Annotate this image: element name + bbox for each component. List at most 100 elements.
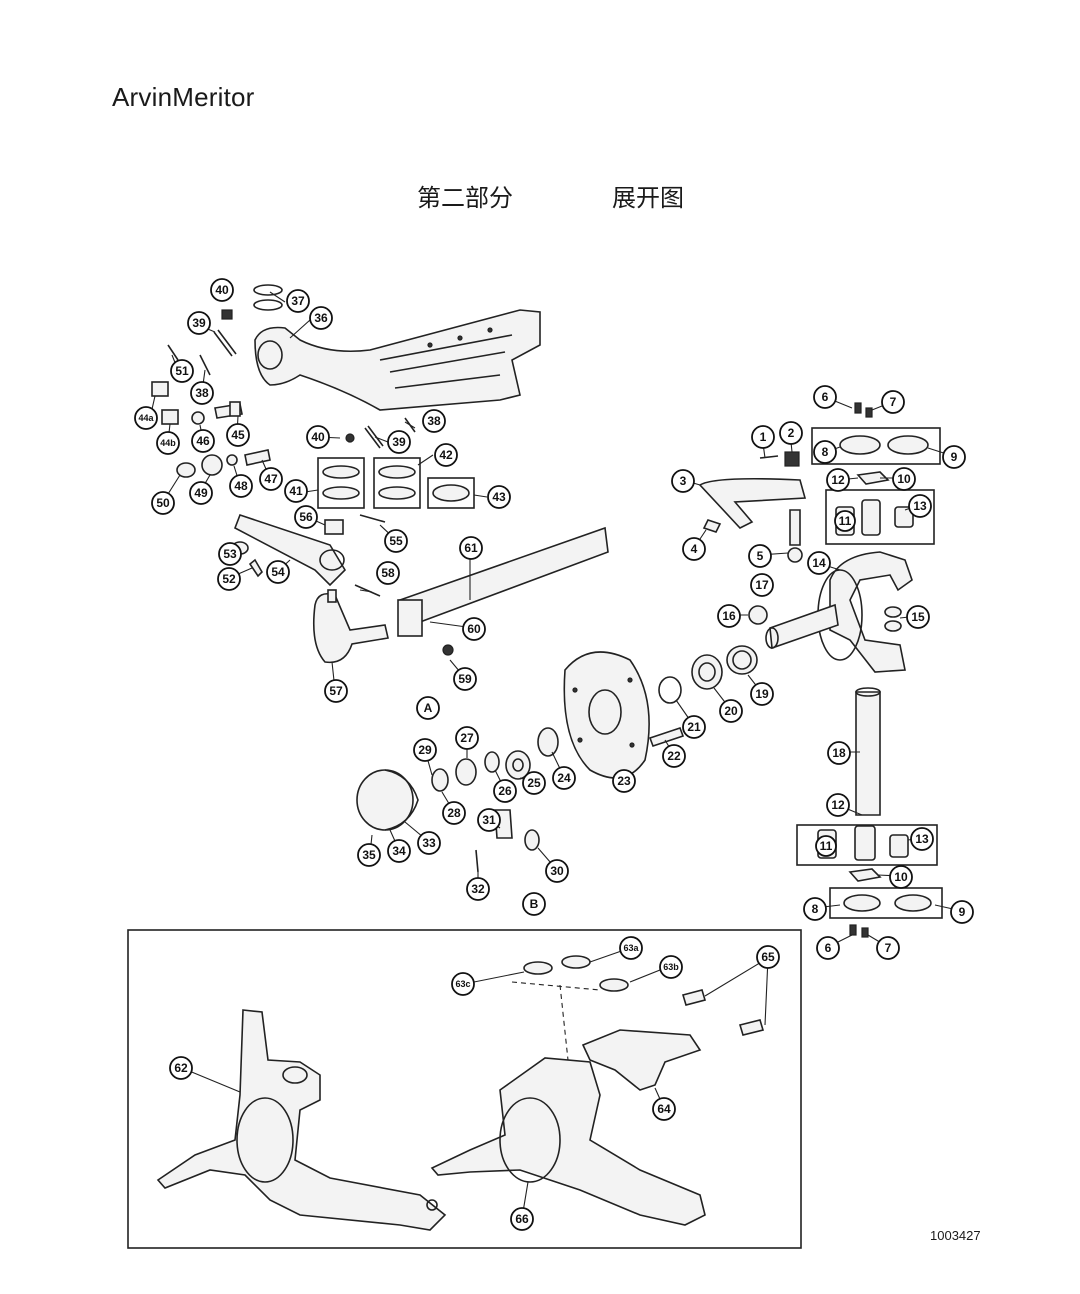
brand-name: ArvinMeritor bbox=[112, 82, 255, 112]
callout-55: 55 bbox=[384, 529, 408, 553]
callout-61: 61 bbox=[459, 536, 483, 560]
callout-66: 66 bbox=[510, 1207, 534, 1231]
svg-text:27: 27 bbox=[460, 731, 474, 745]
svg-text:3: 3 bbox=[680, 474, 687, 488]
svg-text:37: 37 bbox=[291, 294, 305, 308]
svg-text:9: 9 bbox=[959, 905, 966, 919]
svg-text:48: 48 bbox=[234, 479, 248, 493]
axle-beam bbox=[254, 309, 541, 411]
svg-text:43: 43 bbox=[492, 490, 506, 504]
callout-13b: 13 bbox=[910, 827, 934, 851]
svg-text:7: 7 bbox=[885, 941, 892, 955]
callout-6b: 6 bbox=[816, 936, 840, 960]
svg-text:36: 36 bbox=[314, 311, 328, 325]
callout-51: 51 bbox=[170, 359, 194, 383]
callout-56: 56 bbox=[294, 505, 318, 529]
svg-text:52: 52 bbox=[222, 572, 236, 586]
callout-7b: 7 bbox=[876, 936, 900, 960]
callout-59: 59 bbox=[453, 667, 477, 691]
svg-text:7: 7 bbox=[890, 395, 897, 409]
svg-text:62: 62 bbox=[174, 1061, 188, 1075]
svg-text:11: 11 bbox=[820, 839, 833, 853]
callout-30: 30 bbox=[545, 859, 569, 883]
svg-text:12: 12 bbox=[831, 798, 845, 812]
callout-16: 16 bbox=[717, 604, 741, 628]
callout-35: 35 bbox=[357, 843, 381, 867]
callout-63a: 63a bbox=[619, 936, 643, 960]
callout-57: 57 bbox=[324, 679, 348, 703]
callout-47: 47 bbox=[259, 467, 283, 491]
svg-text:47: 47 bbox=[264, 472, 278, 486]
section-title: 第二部分 bbox=[417, 184, 513, 212]
svg-text:21: 21 bbox=[687, 720, 701, 734]
svg-text:B: B bbox=[530, 897, 539, 911]
callout-58: 58 bbox=[376, 561, 400, 585]
callout-21: 21 bbox=[682, 715, 706, 739]
callout-36: 36 bbox=[309, 306, 333, 330]
callout-42: 42 bbox=[434, 443, 458, 467]
svg-text:12: 12 bbox=[831, 473, 845, 487]
svg-text:1: 1 bbox=[760, 430, 767, 444]
callouts: 40 37 39 36 51 38 44a 44b 46 45 38 40 39… bbox=[134, 278, 974, 1231]
callout-22: 22 bbox=[662, 744, 686, 768]
shim-packs bbox=[317, 417, 475, 509]
callout-44a: 44a bbox=[134, 406, 158, 430]
svg-text:5: 5 bbox=[757, 549, 764, 563]
svg-text:44b: 44b bbox=[160, 438, 176, 448]
callout-40a: 40 bbox=[210, 278, 234, 302]
callout-37: 37 bbox=[286, 289, 310, 313]
callout-9a: 9 bbox=[942, 445, 966, 469]
callout-63c: 63c bbox=[451, 972, 475, 996]
callout-49: 49 bbox=[189, 481, 213, 505]
svg-text:22: 22 bbox=[667, 749, 681, 763]
svg-text:35: 35 bbox=[362, 848, 376, 862]
svg-text:42: 42 bbox=[439, 448, 453, 462]
svg-text:23: 23 bbox=[617, 774, 631, 788]
svg-text:25: 25 bbox=[527, 776, 541, 790]
callout-14: 14 bbox=[807, 551, 831, 575]
svg-text:55: 55 bbox=[389, 534, 403, 548]
svg-text:66: 66 bbox=[515, 1212, 529, 1226]
callout-29: 29 bbox=[413, 738, 437, 762]
svg-text:8: 8 bbox=[822, 445, 829, 459]
callout-46: 46 bbox=[191, 429, 215, 453]
callout-52: 52 bbox=[217, 567, 241, 591]
wheel-hub-assembly bbox=[356, 651, 650, 873]
svg-text:20: 20 bbox=[724, 704, 738, 718]
svg-text:28: 28 bbox=[447, 806, 461, 820]
svg-text:14: 14 bbox=[812, 556, 826, 570]
tie-rod bbox=[397, 526, 609, 656]
callout-1: 1 bbox=[751, 425, 775, 449]
svg-text:13: 13 bbox=[915, 832, 929, 846]
svg-text:18: 18 bbox=[832, 746, 846, 760]
callout-31: 31 bbox=[477, 808, 501, 832]
inset-panel bbox=[127, 929, 802, 1249]
svg-text:64: 64 bbox=[657, 1102, 671, 1116]
svg-text:8: 8 bbox=[812, 902, 819, 916]
svg-text:19: 19 bbox=[755, 687, 769, 701]
svg-text:10: 10 bbox=[894, 870, 908, 884]
svg-text:9: 9 bbox=[951, 450, 958, 464]
svg-text:4: 4 bbox=[691, 542, 698, 556]
svg-text:32: 32 bbox=[471, 882, 485, 896]
svg-text:40: 40 bbox=[311, 430, 325, 444]
svg-text:17: 17 bbox=[755, 578, 769, 592]
callout-44b: 44b bbox=[156, 431, 180, 455]
svg-text:49: 49 bbox=[194, 486, 208, 500]
svg-text:63c: 63c bbox=[455, 979, 470, 989]
callout-48: 48 bbox=[229, 474, 253, 498]
svg-text:15: 15 bbox=[911, 610, 925, 624]
svg-text:56: 56 bbox=[299, 510, 313, 524]
callout-43: 43 bbox=[487, 485, 511, 509]
callout-40b: 40 bbox=[306, 425, 330, 449]
svg-text:53: 53 bbox=[223, 547, 237, 561]
svg-text:6: 6 bbox=[822, 390, 829, 404]
callout-11a: 11 bbox=[834, 510, 856, 532]
callout-39b: 39 bbox=[387, 430, 411, 454]
tie-rod-end bbox=[312, 589, 389, 664]
svg-text:54: 54 bbox=[271, 565, 285, 579]
callout-50: 50 bbox=[151, 491, 175, 515]
callout-15: 15 bbox=[906, 605, 930, 629]
steering-arm-left bbox=[231, 513, 386, 597]
